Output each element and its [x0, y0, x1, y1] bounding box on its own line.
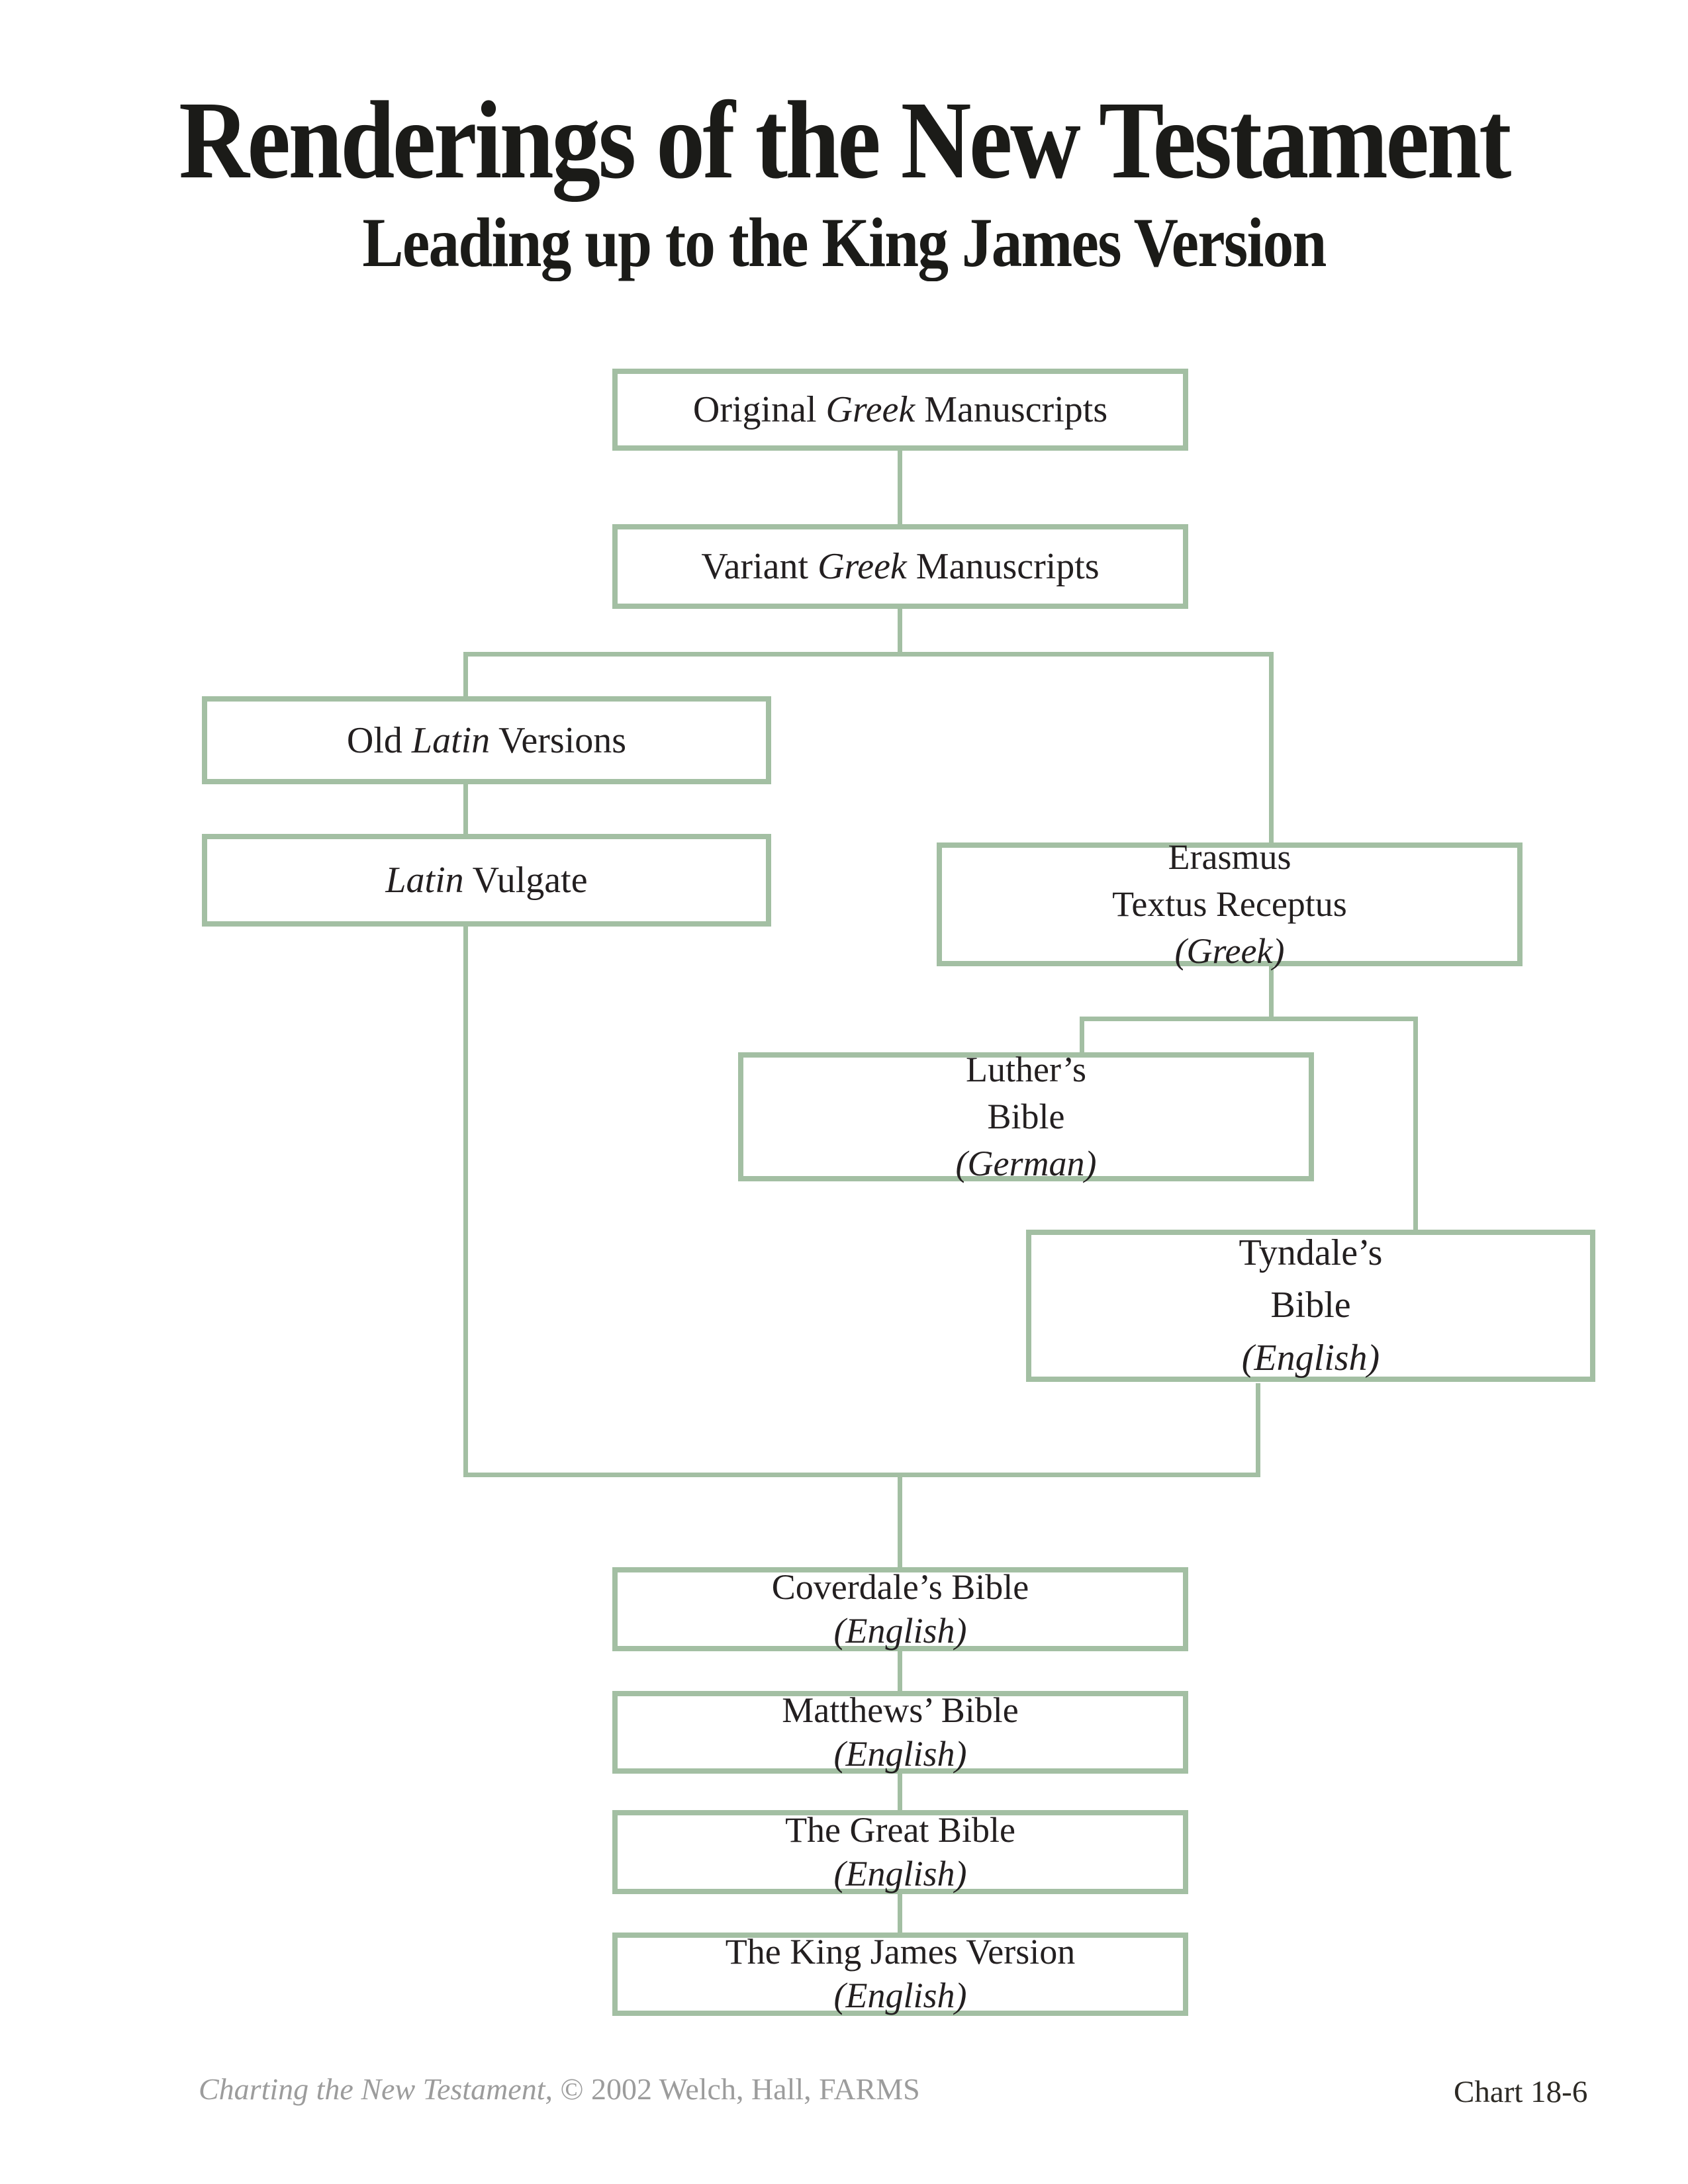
box-label: (English): [833, 1610, 967, 1651]
box-latin-vulgate: Latin Vulgate: [202, 834, 771, 927]
connector-tyndale-drop: [1256, 1383, 1260, 1473]
box-label: The King James Version: [725, 1932, 1076, 1972]
connector-matthews-to-great: [898, 1774, 902, 1810]
connector-to-tyndale: [1413, 1021, 1418, 1230]
box-label: Erasmus: [1168, 837, 1291, 877]
connector-vulgate-long-drop: [463, 927, 468, 1477]
box-label: Matthews’ Bible: [782, 1690, 1019, 1730]
box-label: Bible: [987, 1096, 1065, 1136]
box-label: Bible: [1270, 1285, 1351, 1326]
footer-credit-rest: © 2002 Welch, Hall, FARMS: [553, 2072, 920, 2106]
connector-to-old-latin: [463, 657, 468, 696]
page-header: Renderings of the New Testament Leading …: [0, 85, 1688, 278]
box-label: Coverdale’s Bible: [771, 1567, 1029, 1607]
box-label: Latin Vulgate: [385, 860, 588, 901]
connector-to-luther: [1080, 1021, 1084, 1052]
box-erasmus-textus-receptus: Erasmus Textus Receptus (Greek): [937, 837, 1523, 971]
box-label: Original Greek Manuscripts: [692, 389, 1108, 430]
box-luthers-bible: Luther’s Bible (German): [738, 1050, 1314, 1183]
footer-credit: Charting the New Testament, © 2002 Welch…: [199, 2071, 920, 2107]
box-the-great-bible: The Great Bible (English): [612, 1810, 1188, 1894]
box-original-greek-manuscripts: Original Greek Manuscripts: [612, 369, 1188, 451]
connector-great-to-kjv: [898, 1894, 902, 1933]
connector-to-erasmus: [1269, 657, 1274, 842]
connector-erasmus-drop: [1269, 966, 1274, 1021]
box-label: (English): [833, 1853, 967, 1893]
connector-erasmus-split-horizontal: [1080, 1017, 1418, 1021]
box-variant-greek-manuscripts: Variant Greek Manuscripts: [612, 524, 1188, 609]
box-label: (English): [833, 1976, 967, 2015]
box-the-king-james-version: The King James Version (English): [612, 1932, 1188, 2016]
box-coverdales-bible: Coverdale’s Bible (English): [612, 1567, 1188, 1651]
connector-merge-horizontal: [463, 1473, 1260, 1477]
footer-credit-title: Charting the New Testament,: [199, 2072, 553, 2106]
box-label: Luther’s: [966, 1049, 1086, 1089]
box-label: (English): [833, 1733, 967, 1774]
connector-old-latin-to-vulgate: [463, 784, 468, 834]
connector-to-coverdale: [898, 1477, 902, 1567]
box-label: Old Latin Versions: [346, 719, 627, 761]
page-title: Renderings of the New Testament: [179, 79, 1511, 202]
box-label: The Great Bible: [785, 1809, 1015, 1850]
box-label: (English): [1241, 1337, 1380, 1379]
box-label: (German): [955, 1144, 1097, 1184]
box-old-latin-versions: Old Latin Versions: [202, 696, 771, 784]
page-subtitle: Leading up to the King James Version: [362, 204, 1327, 281]
connector-split-horizontal: [463, 652, 1274, 657]
box-label: Textus Receptus: [1112, 884, 1347, 924]
connector-original-to-variant: [898, 451, 902, 524]
connector-coverdale-to-matthews: [898, 1651, 902, 1691]
box-label: Tyndale’s: [1239, 1232, 1383, 1273]
box-label: (Greek): [1174, 931, 1285, 972]
footer-chart-number: Chart 18-6: [1454, 2075, 1588, 2109]
box-tyndales-bible: Tyndale’s Bible (English): [1026, 1230, 1595, 1382]
connector-variant-drop: [898, 609, 902, 657]
box-label: Variant Greek Manuscripts: [701, 546, 1100, 587]
box-matthews-bible: Matthews’ Bible (English): [612, 1690, 1188, 1774]
